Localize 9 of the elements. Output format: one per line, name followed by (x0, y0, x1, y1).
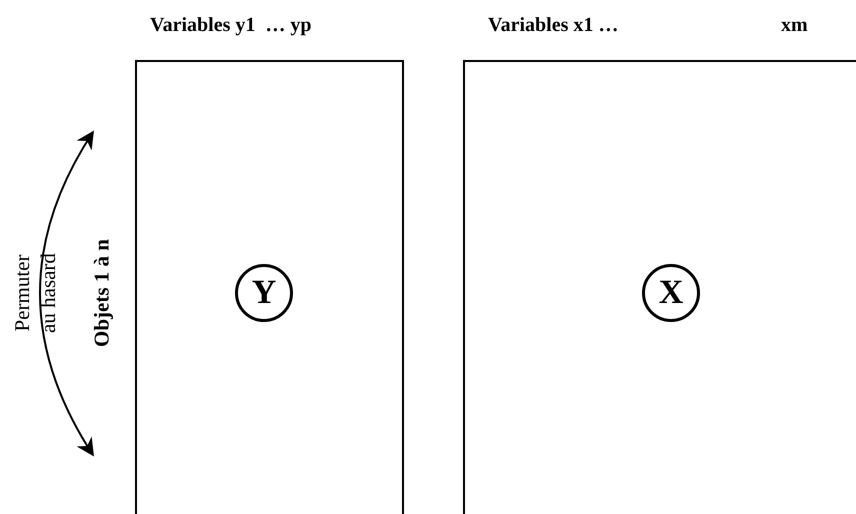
matrix-box (135, 60, 404, 514)
side-note: Permuter au hasard (8, 252, 61, 335)
column-heading: Variables y1 … yp (150, 14, 312, 37)
circle-label: X (642, 264, 700, 322)
axis-label: Objets 1 à n (92, 239, 112, 347)
circle-label: Y (235, 264, 293, 322)
matrix-box (463, 60, 856, 514)
column-heading: xm (781, 14, 808, 37)
column-heading: Variables x1 … (488, 14, 618, 37)
